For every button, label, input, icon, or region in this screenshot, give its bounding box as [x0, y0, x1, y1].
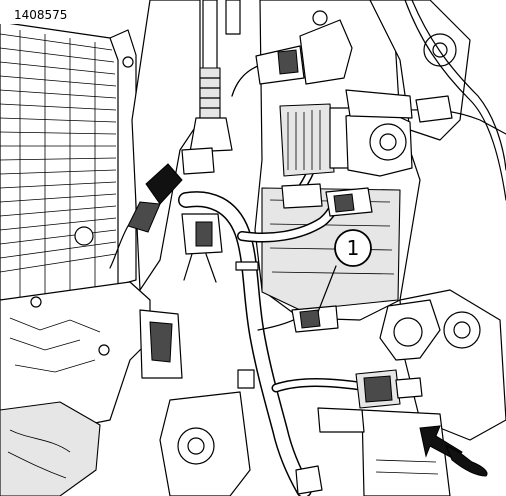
callout-1-number: 1: [347, 236, 360, 260]
lower-right-panel: [317, 407, 451, 496]
radiator-fins: [0, 30, 117, 298]
throttle-cable: [189, 0, 241, 153]
radiator: [0, 21, 137, 301]
callout-leader: [317, 265, 337, 313]
figure-id-label: 1408575: [14, 8, 67, 22]
callout-1-circle: [334, 229, 372, 267]
connectors: [109, 10, 453, 495]
direction-arrow-icon: [419, 425, 488, 477]
callout-1: 1: [334, 229, 372, 267]
lower-frame: [0, 281, 183, 496]
figure-id: 1408575: [0, 0, 78, 24]
